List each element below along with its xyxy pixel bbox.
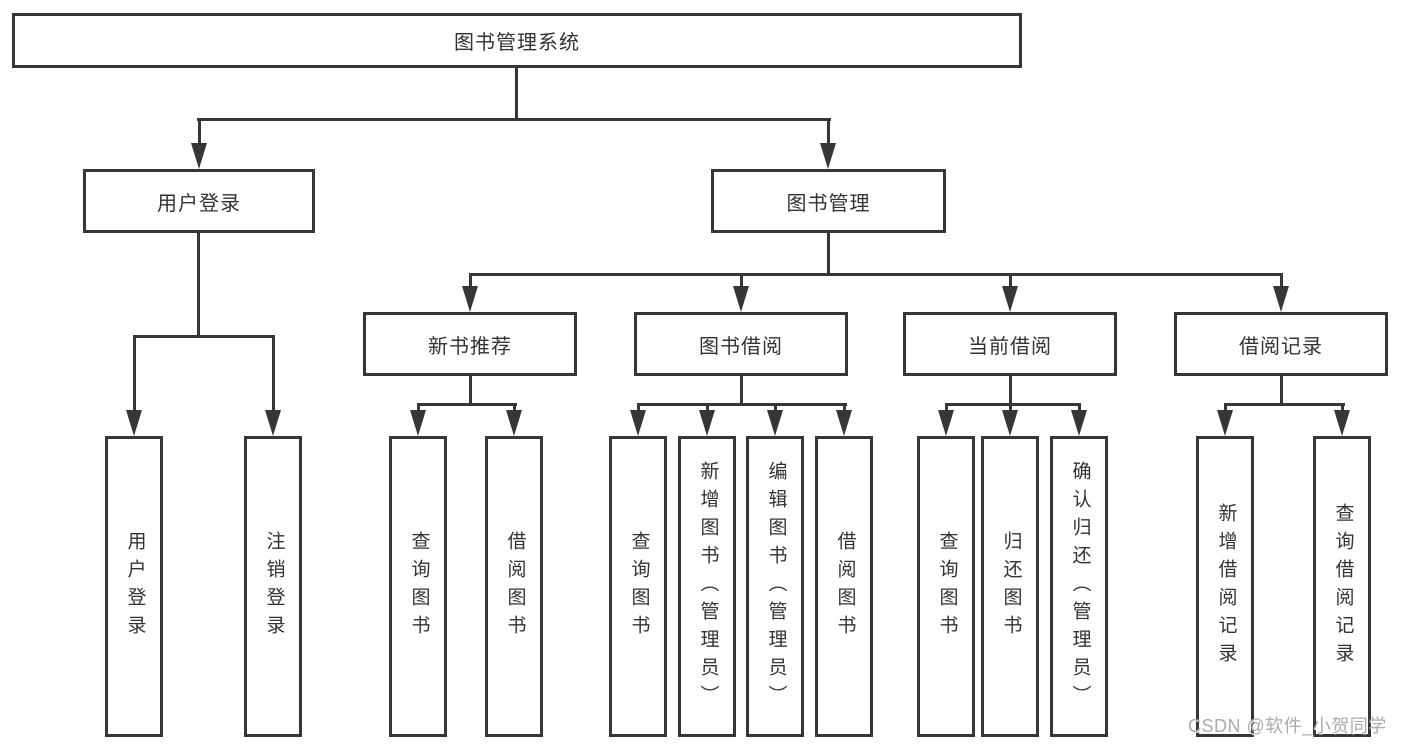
arrowhead-down	[506, 410, 522, 436]
leaf-add-book-admin: 新增图书（管理员）	[678, 436, 736, 737]
arrowhead-down	[1334, 410, 1350, 436]
connector-book-mgmt-drop-2	[740, 276, 743, 288]
leaf-query-borrow-record-label: 查询借阅记录	[1332, 502, 1354, 671]
arrowhead-down	[699, 410, 715, 436]
connector-user-login-drop-1	[133, 338, 136, 412]
arrowhead-down	[733, 286, 749, 312]
leaf-edit-book-admin: 编辑图书（管理员）	[746, 436, 804, 737]
leaf-add-book-admin-label: 新增图书（管理员）	[697, 460, 719, 713]
connector-current-rail	[945, 403, 1081, 406]
leaf-logout: 注销登录	[244, 436, 302, 737]
leaf-borrow-query-book-label: 查询图书	[628, 530, 650, 643]
leaf-recommend-query-book: 查询图书	[389, 436, 447, 737]
leaf-return-book-label: 归还图书	[1000, 530, 1022, 643]
connector-root-drop-right	[827, 121, 830, 145]
leaf-current-query-book-label: 查询图书	[936, 530, 958, 643]
connector-current-stem	[1009, 376, 1012, 403]
connector-borrow-stem	[740, 376, 743, 403]
connector-user-login-rail	[133, 335, 275, 338]
leaf-recommend-borrow-book: 借阅图书	[485, 436, 543, 737]
connector-borrow-rail	[637, 403, 847, 406]
leaf-add-borrow-record-label: 新增借阅记录	[1215, 502, 1237, 671]
leaf-recommend-borrow-book-label: 借阅图书	[504, 530, 526, 643]
node-root-label: 图书管理系统	[454, 32, 580, 54]
leaf-add-borrow-record: 新增借阅记录	[1196, 436, 1254, 737]
leaf-borrow-book-label: 借阅图书	[834, 530, 856, 643]
csdn-watermark: CSDN @软件_小贺同学	[1188, 716, 1387, 736]
arrowhead-down	[1217, 410, 1233, 436]
leaf-edit-book-admin-label: 编辑图书（管理员）	[765, 460, 787, 713]
node-new-book-recommend-label: 新书推荐	[428, 335, 512, 358]
connector-record-stem	[1280, 376, 1283, 403]
node-borrow-record: 借阅记录	[1174, 312, 1388, 376]
arrowhead-down	[126, 410, 142, 436]
connector-record-rail	[1224, 403, 1345, 406]
node-book-borrow-label: 图书借阅	[699, 335, 783, 358]
connector-root-stem	[515, 68, 518, 118]
leaf-confirm-return-admin: 确认归还（管理员）	[1050, 436, 1108, 737]
leaf-logout-label: 注销登录	[263, 530, 285, 643]
arrowhead-down	[767, 410, 783, 436]
node-book-management: 图书管理	[711, 169, 946, 233]
arrowhead-down	[1002, 286, 1018, 312]
node-current-borrow-label: 当前借阅	[968, 335, 1052, 358]
connector-recommend-stem	[469, 376, 472, 403]
leaf-current-query-book: 查询图书	[917, 436, 975, 737]
node-user-login-label: 用户登录	[157, 192, 241, 215]
connector-book-mgmt-rail	[469, 273, 1283, 276]
arrowhead-down	[630, 410, 646, 436]
leaf-recommend-query-book-label: 查询图书	[408, 530, 430, 643]
leaf-query-borrow-record: 查询借阅记录	[1313, 436, 1371, 737]
leaf-return-book: 归还图书	[981, 436, 1039, 737]
node-book-borrow: 图书借阅	[634, 312, 848, 376]
connector-user-login-stem	[197, 233, 200, 335]
arrowhead-down	[836, 410, 852, 436]
connector-book-mgmt-drop-1	[469, 276, 472, 288]
arrowhead-down	[938, 410, 954, 436]
arrowhead-down	[462, 286, 478, 312]
connector-book-mgmt-stem	[827, 233, 830, 273]
arrowhead-down	[410, 410, 426, 436]
arrowhead-down	[1002, 410, 1018, 436]
arrowhead-down	[1071, 410, 1087, 436]
arrowhead-down	[1273, 286, 1289, 312]
connector-user-login-drop-2	[272, 338, 275, 412]
connector-root-rail	[197, 118, 831, 121]
leaf-borrow-book: 借阅图书	[815, 436, 873, 737]
node-current-borrow: 当前借阅	[903, 312, 1117, 376]
node-new-book-recommend: 新书推荐	[363, 312, 577, 376]
connector-book-mgmt-drop-3	[1009, 276, 1012, 288]
connector-root-drop-left	[198, 121, 201, 145]
leaf-user-login: 用户登录	[105, 436, 163, 737]
node-root: 图书管理系统	[12, 13, 1022, 68]
arrowhead-down	[191, 143, 207, 169]
node-user-login: 用户登录	[83, 169, 315, 233]
leaf-confirm-return-admin-label: 确认归还（管理员）	[1069, 460, 1091, 713]
arrowhead-down	[265, 410, 281, 436]
arrowhead-down	[820, 143, 836, 169]
leaf-user-login-label: 用户登录	[124, 530, 146, 643]
node-book-management-label: 图书管理	[786, 192, 871, 215]
leaf-borrow-query-book: 查询图书	[609, 436, 667, 737]
connector-book-mgmt-drop-4	[1280, 276, 1283, 288]
connector-recommend-rail	[417, 403, 517, 406]
node-borrow-record-label: 借阅记录	[1239, 335, 1323, 358]
